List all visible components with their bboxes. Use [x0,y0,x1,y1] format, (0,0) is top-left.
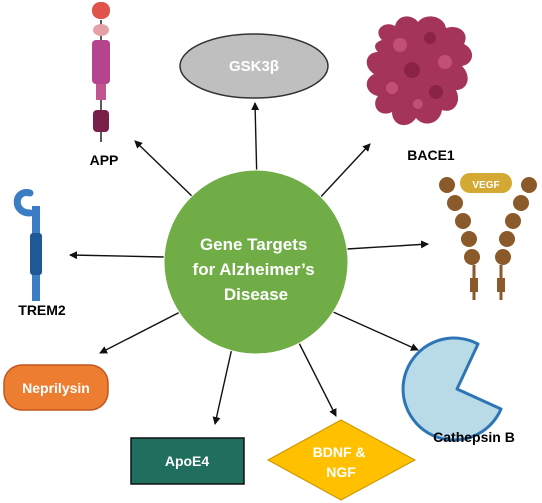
vegf-ligand [460,173,512,193]
arrow-to-bdnf-ngf [295,336,337,417]
bace1-protein-icon [366,16,473,126]
app-protein-icon [92,2,110,142]
trem2-label: TREM2 [18,302,66,318]
arrow-to-cathepsin-b [330,310,419,351]
vegf-label: VEGF [472,180,499,191]
bdnf-ngf-line-1: BDNF & [313,444,366,460]
gsk3b-label: GSK3β [229,58,279,75]
hub-circle [163,169,349,355]
arrow-to-trem2 [69,251,165,260]
apoe4-label: ApoE4 [165,453,210,469]
arrow-to-bace1 [315,143,371,203]
neprilysin-label: Neprilysin [22,380,90,396]
neprilysin-box [3,364,109,411]
hub-line-2: for Alzheimer’s [193,260,315,279]
app-label: APP [90,152,119,168]
cathepsin-b-icon [401,336,503,442]
bdnf-ngf-diamond [266,419,417,501]
hub-label: Gene Targets for Alzheimer’s Disease [193,235,320,304]
hub-line-3: Disease [224,285,288,304]
apoe4-box [130,437,245,485]
vegf-receptor-icon [439,173,537,300]
arrow-to-vegf [346,240,429,250]
cathepsin-b-label: Cathepsin B [433,429,515,445]
bace1-label: BACE1 [407,147,455,163]
bdnf-ngf-line-2: NGF [326,464,356,480]
bdnf-ngf-label: BDNF & NGF [313,444,370,480]
gsk3b-ellipse [179,33,329,99]
trem2-receptor-icon [13,189,42,301]
arrow-to-apoe4 [212,338,235,425]
hub-line-1: Gene Targets [200,235,307,254]
arrow-to-app [134,140,197,201]
arrow-to-neprilysin [99,311,181,354]
